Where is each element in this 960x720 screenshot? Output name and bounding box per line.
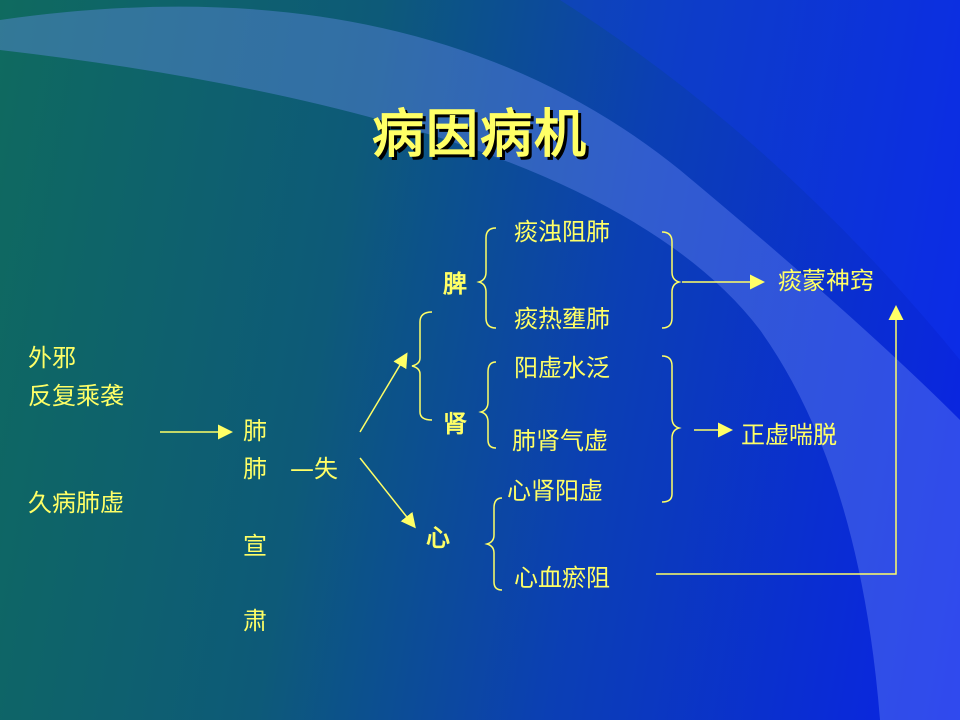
arrow-stasis-to-phlegm [656,305,904,575]
lung-function-lost: —失 [290,455,338,483]
syndrome-item: 肺肾气虚 [512,427,608,455]
brace-spleen-kidney [411,311,433,421]
brace-collapse-right [661,355,682,503]
arrow-to-spleen-kidney [359,352,408,433]
brace-spleen [476,227,497,329]
outcome-phlegm: 痰蒙神窍 [778,267,874,295]
syndrome-item: 心血瘀阻 [514,564,610,592]
outcome-collapse: 正虚喘脱 [741,421,837,449]
lung-char-1: 肺 [243,417,267,445]
brace-kidney [478,361,497,449]
organ-heart: 心 [426,524,450,552]
lung-char-3: 宣 [243,532,267,560]
cause-external-1: 外邪 [28,344,76,372]
arrow-to-heart [359,457,416,529]
lung-char-2: 肺 [243,455,267,483]
syndrome-item: 心肾阳虚 [507,477,603,505]
brace-heart [484,497,503,591]
syndrome-item: 痰浊阻肺 [514,218,610,246]
syndrome-item: 痰热壅肺 [514,305,610,333]
cause-chronic: 久病肺虚 [28,489,124,517]
organ-spleen: 脾 [443,270,467,298]
brace-phlegm-right [661,231,682,329]
organ-kidney: 肾 [443,410,467,438]
syndrome-item: 阳虚水泛 [514,354,610,382]
lung-char-4: 肃 [243,607,267,635]
page-title: 病因病机 [371,105,588,165]
cause-external-2: 反复乘袭 [28,382,124,410]
